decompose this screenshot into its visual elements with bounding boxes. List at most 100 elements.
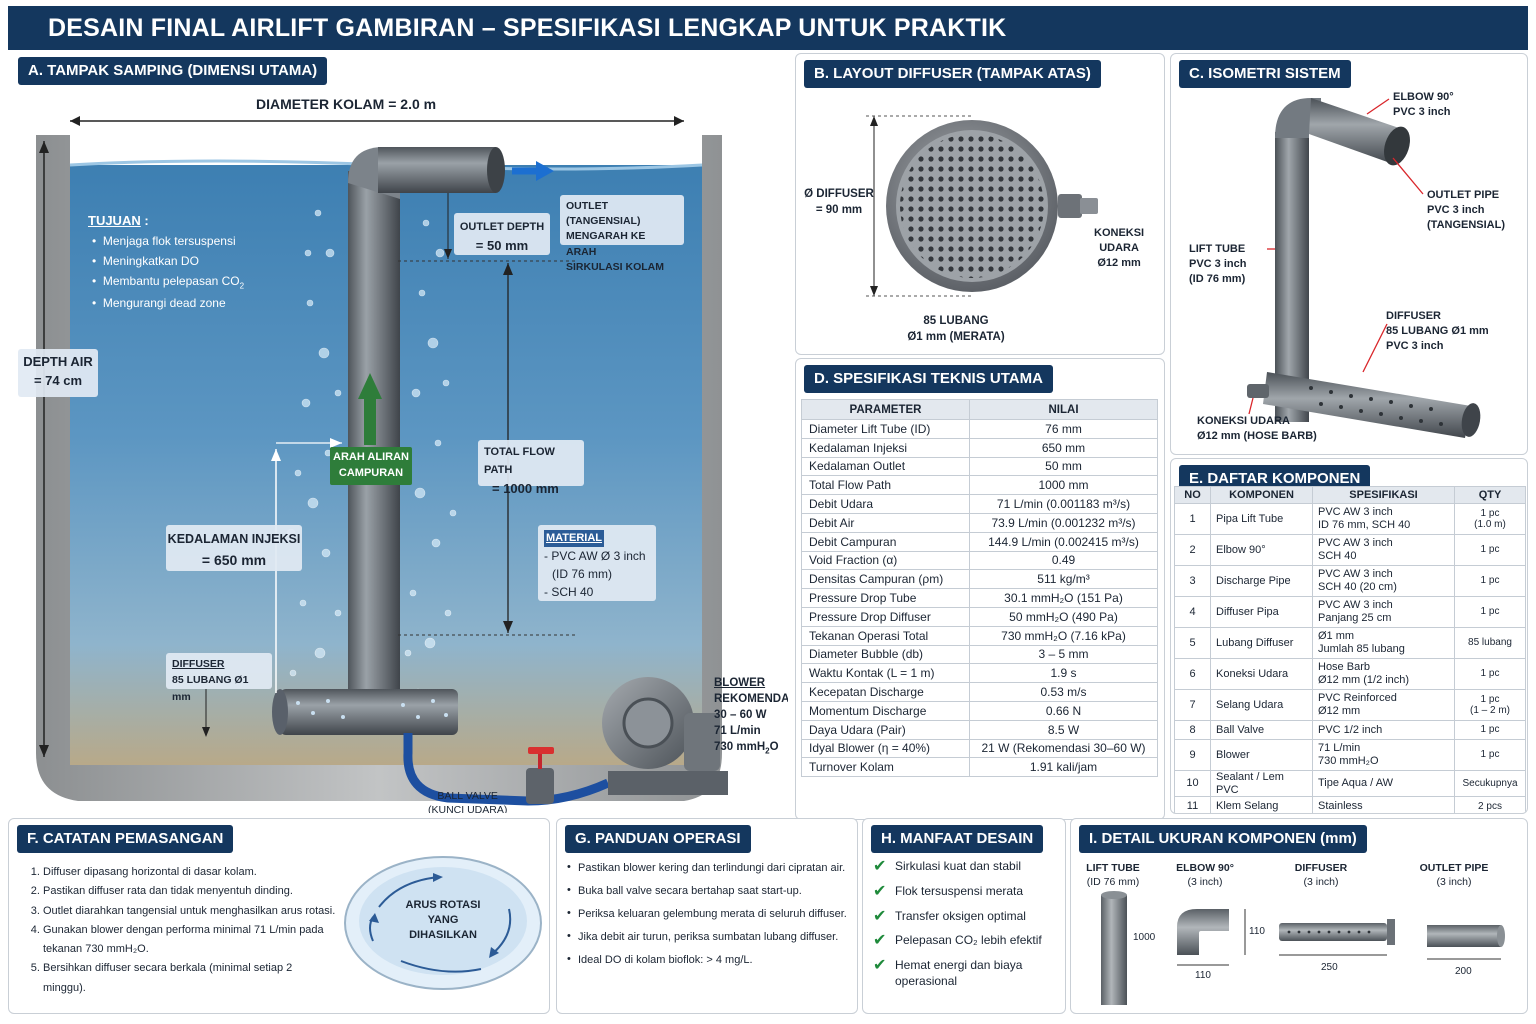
- comp-no: 9: [1174, 739, 1211, 771]
- purpose-item: • Membantu pelepasan CO2: [92, 274, 245, 291]
- comp-no: 6: [1174, 658, 1211, 690]
- injection-label: KEDALAMAN INJEKSI: [167, 532, 301, 546]
- purpose-colon: :: [140, 213, 149, 228]
- comp-name: Sealant / Lem PVC: [1210, 769, 1313, 798]
- isometric-illustration: [1247, 98, 1481, 438]
- total-flow-value: = 1000 mm: [492, 481, 559, 497]
- comp-head-qty: QTY: [1454, 486, 1526, 504]
- iso-elbow-label: ELBOW 90°PVC 3 inch: [1393, 91, 1454, 118]
- panel-component-list: E. DAFTAR KOMPONEN NO KOMPONEN SPESIFIKA…: [1170, 458, 1528, 814]
- flow-direction-2: CAMPURAN: [338, 466, 404, 479]
- spec-row: Diameter Lift Tube (ID)76 mm: [801, 419, 1158, 439]
- panel-tech-spec: D. SPESIFIKASI TEKNIS UTAMA PARAMETER NI…: [795, 358, 1165, 820]
- check-icon: ✔: [873, 907, 887, 925]
- spec-param: Daya Udara (Pair): [801, 719, 970, 740]
- spec-row: Daya Udara (Pair)8.5 W: [801, 719, 1158, 740]
- comp-spec: Stainless: [1312, 796, 1455, 813]
- panel-h-title: H. MANFAAT DESAIN: [871, 825, 1044, 853]
- comp-name: Diffuser Pipa: [1210, 596, 1313, 628]
- benefit-item: ✔Sirkulasi kuat dan stabil: [873, 858, 1022, 875]
- operation-item: Jika debit air turun, periksa sumbatan l…: [567, 931, 855, 943]
- spec-value: 3 – 5 mm: [969, 644, 1158, 665]
- panel-component-sizes: I. DETAIL UKURAN KOMPONEN (mm) LIFT TUBE…: [1070, 818, 1528, 1014]
- purpose-item: • Meningkatkan DO: [92, 254, 199, 268]
- comp-name: Lubang Diffuser: [1210, 627, 1313, 659]
- comp-no: 5: [1174, 627, 1211, 659]
- install-notes-list: Diffuser dipasang horizontal di dasar ko…: [27, 863, 337, 998]
- outlet-label-1: OUTLET (TANGENSIAL): [566, 200, 641, 228]
- comp-head-name: KOMPONEN: [1210, 486, 1313, 504]
- panel-install-notes: F. CATATAN PEMASANGAN Diffuser dipasang …: [8, 818, 550, 1014]
- spec-param: Turnover Kolam: [801, 757, 970, 778]
- spec-value: 0.49: [969, 550, 1158, 571]
- comp-qty: 85 lubang: [1454, 627, 1526, 659]
- panel-i-title: I. DETAIL UKURAN KOMPONEN (mm): [1079, 825, 1367, 853]
- panel-side-view: A. TAMPAK SAMPING (DIMENSI UTAMA): [8, 53, 788, 813]
- spec-row: Densitas Campuran (ρm)511 kg/m³: [801, 569, 1158, 590]
- comp-no: 3: [1174, 565, 1211, 597]
- spec-param: Densitas Campuran (ρm): [801, 569, 970, 590]
- diffuser-label: DIFFUSER: [172, 658, 225, 670]
- benefit-item: ✔Transfer oksigen optimal: [873, 907, 1026, 925]
- spec-param: Debit Air: [801, 512, 970, 533]
- spec-value: 76 mm: [969, 419, 1158, 439]
- comp-spec: Tipe Aqua / AW: [1312, 769, 1455, 798]
- comp-qty: 1 pc(1.0 m): [1454, 503, 1526, 535]
- check-icon: ✔: [873, 882, 887, 900]
- comp-name: Elbow 90°: [1210, 534, 1313, 566]
- outlet-label-3: SIRKULASI KOLAM: [566, 260, 664, 273]
- spec-param: Kecepatan Discharge: [801, 682, 970, 702]
- size-lift-label: LIFT TUBE(ID 76 mm): [1086, 862, 1140, 889]
- check-icon: ✔: [873, 957, 887, 975]
- depth-label-2: = 74 cm: [33, 372, 83, 388]
- spec-value: 8.5 W: [969, 719, 1158, 740]
- purpose-block: TUJUAN : • Menjaga flok tersuspensi • Me…: [88, 213, 244, 310]
- comp-qty: 1 pc: [1454, 534, 1526, 566]
- size-elbow-dim-h: 110: [1195, 970, 1211, 981]
- spec-value: 730 mmH₂O (7.16 kPa): [969, 625, 1158, 646]
- spec-value: 650 mm: [969, 437, 1158, 458]
- panel-c-title: C. ISOMETRI SISTEM: [1179, 60, 1351, 88]
- benefit-item: ✔Flok tersuspensi merata: [873, 882, 1024, 900]
- spec-value: 50 mm: [969, 456, 1158, 477]
- diffuser-callout: DIFFUSER 85 LUBANG Ø1 mm: [166, 653, 272, 703]
- comp-no: 1: [1174, 503, 1211, 535]
- spec-param: Idyal Blower (η = 40%): [801, 738, 970, 759]
- comp-no: 10: [1174, 769, 1211, 798]
- comp-qty: Secukupnya: [1454, 769, 1526, 798]
- install-note: Bersihkan diffuser secara berkala (minim…: [43, 959, 337, 998]
- size-outlet-label: OUTLET PIPE(3 inch): [1419, 862, 1489, 889]
- panel-isometric: C. ISOMETRI SISTEM: [1170, 53, 1528, 455]
- material-line-1: - PVC AW Ø 3 inch: [544, 548, 646, 563]
- spec-value: 71 L/min (0.001183 m³/s): [969, 494, 1158, 514]
- diffuser-top-view: [866, 115, 1098, 297]
- outlet-label-2: MENGARAH KE ARAH: [566, 230, 646, 258]
- spec-param: Diameter Lift Tube (ID): [801, 419, 970, 439]
- spec-value: 1.9 s: [969, 663, 1158, 684]
- spec-param: Total Flow Path: [801, 475, 970, 496]
- spec-value: 0.66 N: [969, 700, 1158, 721]
